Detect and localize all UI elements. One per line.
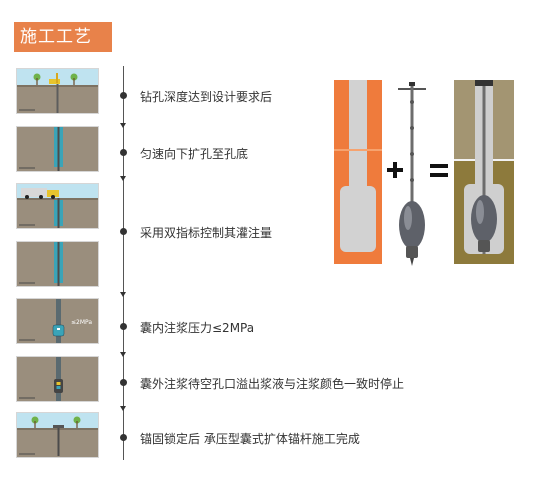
process-timeline [123, 66, 124, 460]
step-7-thumbnail [16, 412, 99, 458]
timeline-dot-1 [120, 92, 127, 99]
anchor-rod [398, 82, 426, 266]
finished-anchor-panel [454, 80, 514, 264]
step-6-text: 锚固锁定后 承压型囊式扩体锚杆施工完成 [140, 432, 360, 446]
timeline-dot-3 [120, 228, 127, 235]
timeline-arrow-1 [120, 123, 126, 128]
step-4-text: 囊内注浆压力≤2MPa [140, 321, 255, 335]
step-1-thumbnail [16, 68, 99, 114]
timeline-arrow-4 [120, 352, 126, 357]
timeline-dot-4 [120, 323, 127, 330]
timeline-dot-2 [120, 149, 127, 156]
step-6-thumbnail [16, 356, 99, 402]
step-2-text: 匀速向下扩孔至孔底 [140, 147, 249, 161]
plus-sign [387, 162, 403, 178]
step-3-thumbnail [16, 183, 99, 229]
timeline-dot-6 [120, 434, 127, 441]
equals-sign [430, 164, 448, 177]
step-2-thumbnail [16, 126, 99, 172]
timeline-arrow-5 [120, 406, 126, 411]
enlarged-hole-panel [334, 80, 382, 264]
section-title: 施工工艺 [14, 22, 112, 52]
timeline-dot-5 [120, 379, 127, 386]
step-1-text: 钻孔深度达到设计要求后 [140, 90, 273, 104]
step-5-text: 囊外注浆待空孔口溢出浆液与注浆颜色一致时停止 [140, 377, 405, 391]
step-5-thumbnail: ≤2MPa [16, 298, 99, 344]
anchor-equation-illustration [334, 80, 516, 270]
timeline-arrow-2 [120, 176, 126, 181]
timeline-arrow-3 [120, 292, 126, 297]
pressure-label: ≤2MPa [71, 319, 93, 326]
step-3-text: 采用双指标控制其灌注量 [140, 226, 273, 240]
step-4-thumbnail [16, 241, 99, 287]
